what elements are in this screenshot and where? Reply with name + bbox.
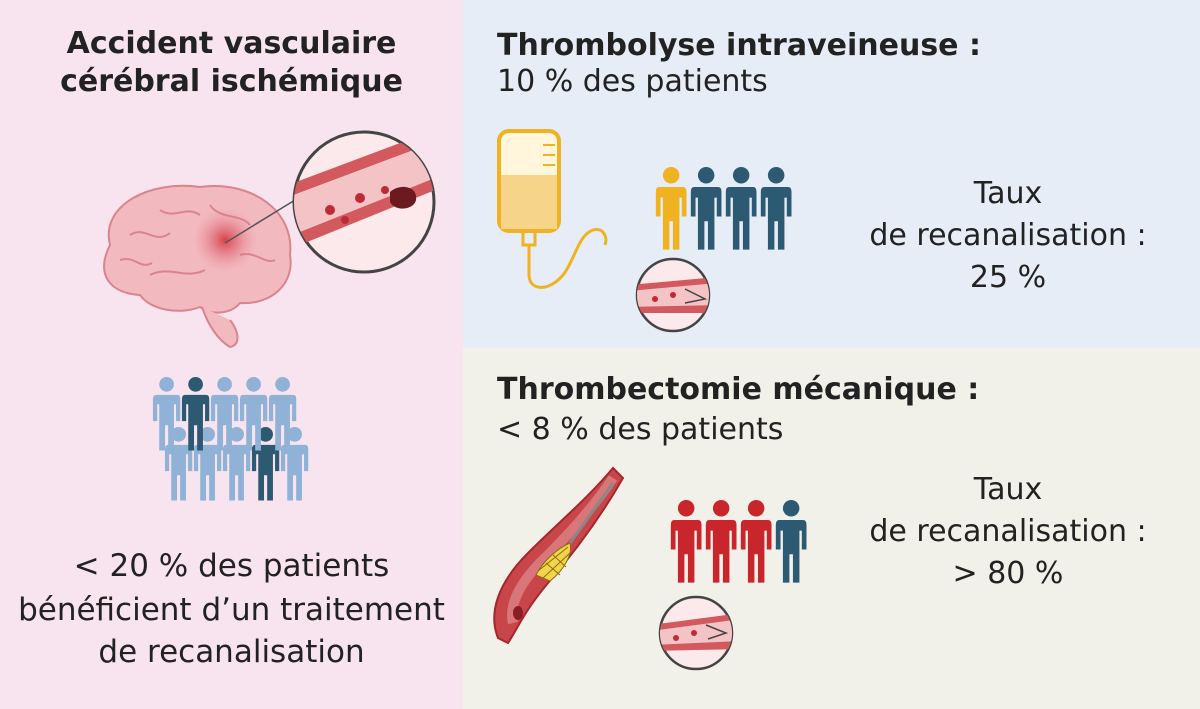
thrombolysis-vessel-icon (635, 257, 711, 333)
iv-bag-icon (497, 129, 608, 289)
person-icon (193, 427, 222, 501)
thrombectomy-panel: Thrombectomie mécanique : < 8 % des pati… (463, 348, 1200, 709)
stroke-title-line2: cérébral ischémique (60, 64, 403, 99)
thrombectomy-rate-value: > 80 % (952, 556, 1064, 591)
brain-illustration (103, 184, 296, 349)
patients-crowd-icon (152, 377, 309, 501)
thrombolysis-people-icon (655, 167, 792, 250)
person-icon (210, 377, 239, 451)
person-icon (705, 500, 737, 583)
thrombolysis-rate-line2: de recanalisation : (869, 218, 1147, 253)
thrombectomy-vessel-icon (658, 595, 734, 671)
left-caption-line2: bénéficient d’un traitement (18, 592, 445, 628)
person-icon (760, 167, 792, 250)
person-icon (164, 427, 193, 501)
thrombolysis-subtitle: 10 % des patients (497, 64, 768, 99)
person-icon (239, 377, 268, 451)
person-icon (152, 377, 181, 451)
vessel-clot-zoom (292, 130, 436, 274)
person-icon (670, 500, 702, 583)
left-caption-line1: < 20 % des patients (73, 548, 390, 584)
thrombectomy-rate-line2: de recanalisation : (869, 514, 1147, 549)
person-icon (280, 427, 309, 501)
thrombolysis-rate-value: 25 % (969, 260, 1047, 295)
left-panel: Accident vasculaire cérébral ischémique (0, 0, 463, 709)
person-icon (181, 377, 210, 451)
person-icon (251, 427, 280, 501)
person-icon (690, 167, 722, 250)
person-icon (725, 167, 757, 250)
thrombectomy-title: Thrombectomie mécanique : (497, 372, 980, 407)
thrombectomy-subtitle: < 8 % des patients (497, 412, 784, 447)
person-icon (268, 377, 297, 451)
person-icon (222, 427, 251, 501)
stroke-title-line1: Accident vasculaire (66, 26, 397, 61)
person-icon (775, 500, 807, 583)
stent-vessel-icon (493, 466, 625, 645)
thrombolysis-panel: Thrombolyse intraveineuse : 10 % des pat… (463, 0, 1200, 348)
thrombolysis-rate-line1: Taux (973, 176, 1043, 211)
thrombectomy-people-icon (670, 500, 807, 583)
thrombectomy-rate-line1: Taux (973, 472, 1043, 507)
left-caption-line3: de recanalisation (98, 634, 365, 670)
person-icon (655, 167, 687, 250)
thrombolysis-title: Thrombolyse intraveineuse : (497, 28, 981, 63)
person-icon (740, 500, 772, 583)
